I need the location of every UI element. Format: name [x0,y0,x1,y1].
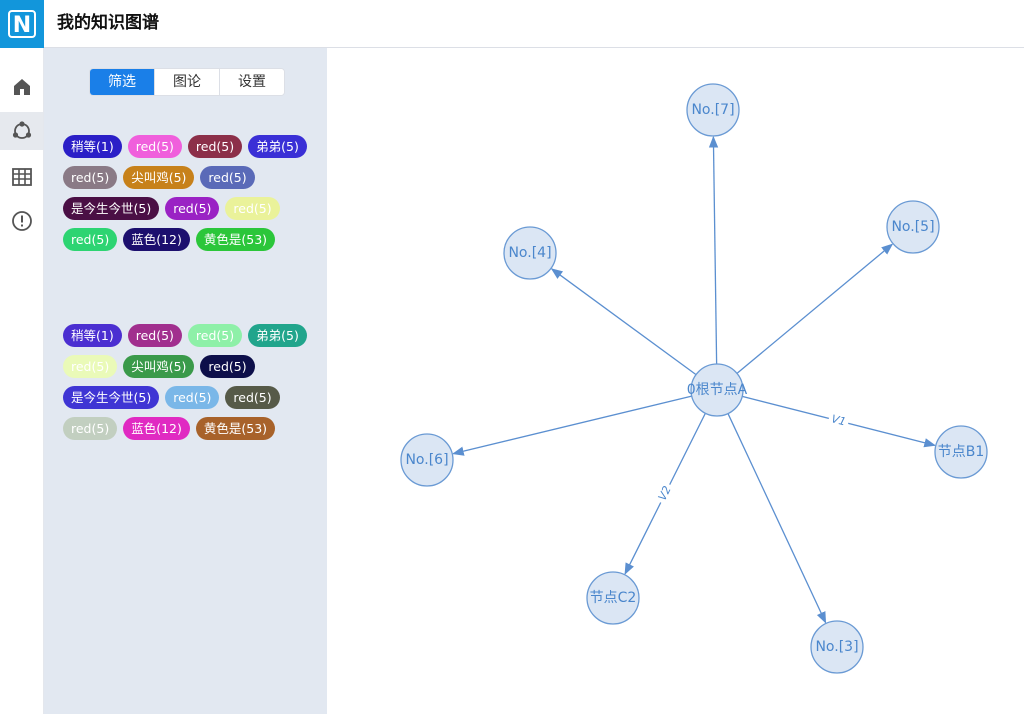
nav-home[interactable] [0,68,43,106]
edge-label: V1 [830,412,847,428]
edge-label: V2 [656,484,674,503]
filter-tag[interactable]: red(5) [127,135,182,158]
node-label: No.[3] [815,639,858,655]
app-title: 我的知识图谱 [57,13,159,33]
tag-group-2: 稍等(1)red(5)red(5)弟弟(5)red(5)尖叫鸡(5)red(5)… [63,324,313,440]
graph-edge[interactable] [727,413,827,624]
node-circle[interactable] [690,363,744,417]
app-logo[interactable]: N [0,0,44,48]
filter-tag[interactable]: red(5) [200,355,255,378]
node-circle[interactable] [934,425,988,479]
filter-tag[interactable]: red(5) [63,166,118,189]
edge-label-bg [827,411,850,431]
filter-tag[interactable]: red(5) [127,324,182,347]
filter-tag[interactable]: 黄色是(53) [195,417,276,440]
node-label: No.[4] [508,245,551,261]
filter-tag[interactable]: red(5) [225,197,280,220]
node-label: 0根节点A [687,382,748,398]
graph-node-n4[interactable]: No.[4] [503,226,557,280]
filter-tag[interactable]: 弟弟(5) [248,324,307,347]
graph-node-n3[interactable]: No.[3] [810,620,864,674]
node-label: 节点B1 [938,444,985,460]
graph-node-n7[interactable]: No.[7] [686,83,740,137]
node-circle[interactable] [810,620,864,674]
tag-group-1: 稍等(1)red(5)red(5)弟弟(5)red(5)尖叫鸡(5)red(5)… [63,135,313,251]
filter-tag[interactable]: 蓝色(12) [123,228,190,251]
tab-settings[interactable]: 设置 [219,69,284,95]
node-label: No.[5] [891,219,934,235]
info-icon [11,211,32,231]
filter-tag[interactable]: 弟弟(5) [248,135,307,158]
node-circle[interactable] [686,83,740,137]
edge-label-bg [654,481,676,506]
node-circle[interactable] [586,571,640,625]
graph-node-c2[interactable]: 节点C2 [586,571,640,625]
filter-tag[interactable]: 是今生今世(5) [63,386,160,409]
filter-tag[interactable]: 蓝色(12) [123,417,190,440]
filter-tag[interactable]: 是今生今世(5) [63,197,160,220]
filter-tag[interactable]: 尖叫鸡(5) [123,355,195,378]
tab-graph-theory[interactable]: 图论 [154,69,219,95]
tab-filter[interactable]: 筛选 [90,69,154,95]
filter-panel: 筛选 图论 设置 稍等(1)red(5)red(5)弟弟(5)red(5)尖叫鸡… [44,48,327,714]
filter-tag[interactable]: red(5) [165,197,220,220]
filter-tag[interactable]: red(5) [63,228,118,251]
filter-tag[interactable]: red(5) [187,324,243,347]
filter-tag[interactable]: red(5) [187,135,243,158]
home-icon [13,79,30,95]
filter-tag[interactable]: 黄色是(53) [195,228,276,251]
node-label: 节点C2 [590,590,637,606]
top-bar: N 我的知识图谱 [0,0,1024,48]
nav-info[interactable] [0,202,43,240]
nav-table[interactable] [0,158,43,196]
graph-node-b1[interactable]: 节点B1 [934,425,988,479]
graph-node-n6[interactable]: No.[6] [400,433,454,487]
filter-tag[interactable]: red(5) [165,386,220,409]
graph-edge[interactable] [550,268,697,376]
graph-node-root[interactable]: 0根节点A [687,363,748,417]
graph-edge[interactable] [708,135,719,365]
table-icon [11,168,32,186]
node-label: No.[7] [691,102,734,118]
graph-edge[interactable] [736,243,894,374]
filter-tag[interactable]: red(5) [225,386,280,409]
left-nav [0,48,44,714]
filter-tag[interactable]: 稍等(1) [63,324,122,347]
filter-tag[interactable]: 稍等(1) [63,135,122,158]
node-circle[interactable] [503,226,557,280]
node-circle[interactable] [400,433,454,487]
panel-tabs: 筛选 图论 设置 [89,68,285,96]
filter-tag[interactable]: red(5) [63,417,118,440]
filter-tag[interactable]: red(5) [200,166,255,189]
filter-tag[interactable]: red(5) [63,355,118,378]
node-label: No.[6] [405,452,448,468]
graph-edge[interactable] [452,395,692,456]
logo-icon: N [8,10,36,38]
graph-icon [12,121,31,139]
node-circle[interactable] [886,200,940,254]
logo-letter: N [13,13,31,38]
filter-tag[interactable]: 尖叫鸡(5) [123,166,195,189]
graph-node-n5[interactable]: No.[5] [886,200,940,254]
nav-graph[interactable] [0,112,43,150]
